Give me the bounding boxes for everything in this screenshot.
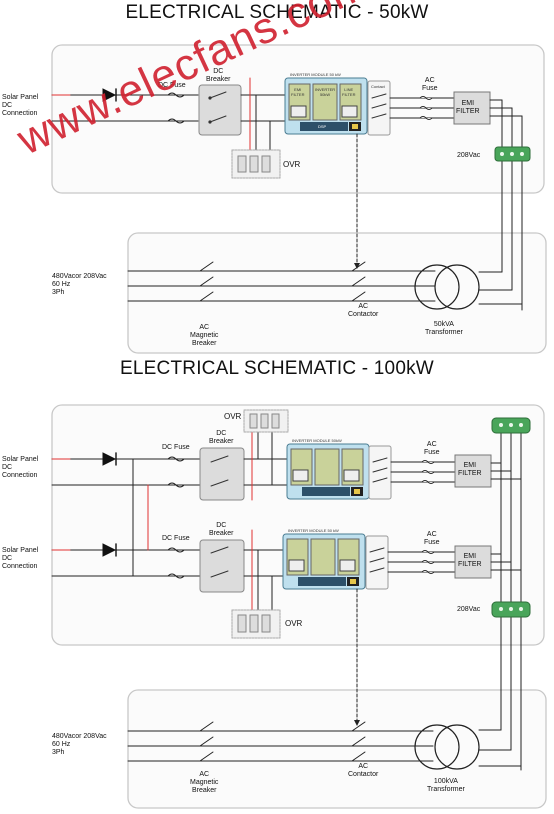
ac-breaker-50 — [199, 261, 214, 302]
dc-breaker-box-100a — [199, 447, 245, 501]
transformer-50-secondary — [434, 264, 480, 310]
panel-lower-100 — [127, 689, 547, 809]
dc-breaker-box-100b — [199, 539, 245, 593]
panel-lower-50 — [127, 232, 547, 354]
dc-breaker-box-50 — [198, 84, 242, 136]
diode-50 — [102, 88, 117, 102]
ac-breaker-100 — [199, 721, 214, 762]
title-50kw: ELECTRICAL SCHEMATIC - 50kW — [125, 2, 429, 23]
ac-contactor-100 — [351, 721, 366, 762]
v208-label-50: 208Vac — [457, 152, 481, 159]
dc-fuse-100a — [167, 456, 185, 462]
ac-contactor-50 — [351, 261, 366, 302]
ovr-label-50: OVR — [283, 160, 301, 169]
diode-100a — [102, 452, 117, 466]
title-100kw: ELECTRICAL SCHEMATIC - 100kW — [120, 358, 434, 379]
transformer-100-secondary — [434, 724, 480, 770]
dc-fuse-100b — [167, 547, 185, 553]
diode-100b — [102, 543, 117, 557]
dc-fuse-50a — [167, 92, 185, 98]
emi-filter-50 — [453, 91, 491, 125]
dc-fuse-label-50: DC Fuse — [158, 82, 186, 89]
dc-fuse-50b — [167, 118, 185, 124]
transformer-50-primary — [414, 264, 460, 310]
transformer-100-primary — [414, 724, 460, 770]
contact-box-50 — [367, 80, 391, 136]
schematic-50kw — [51, 44, 547, 354]
inverter-module-label-100b: INVERTER MODULE 50 kW — [288, 528, 339, 533]
ovr-label-100b: OVR — [285, 619, 303, 628]
dc-fuse-label-100a: DC Fuse — [162, 444, 190, 451]
v208-label-100: 208Vac — [457, 606, 481, 613]
panel-upper-100 — [51, 404, 545, 646]
ovr-label-100a: OVR — [224, 412, 242, 421]
dc-fuse-label-100b: DC Fuse — [162, 535, 190, 542]
schematic-100kw — [51, 404, 547, 809]
contact-label-50: Contact — [371, 84, 385, 89]
inverter-module-label-100a: INVERTER MODULE 50kW — [292, 438, 342, 443]
dsp-label-50: DSP — [318, 124, 327, 129]
inverter-module-label-50: INVERTER MODULE 50 kW — [290, 72, 341, 77]
